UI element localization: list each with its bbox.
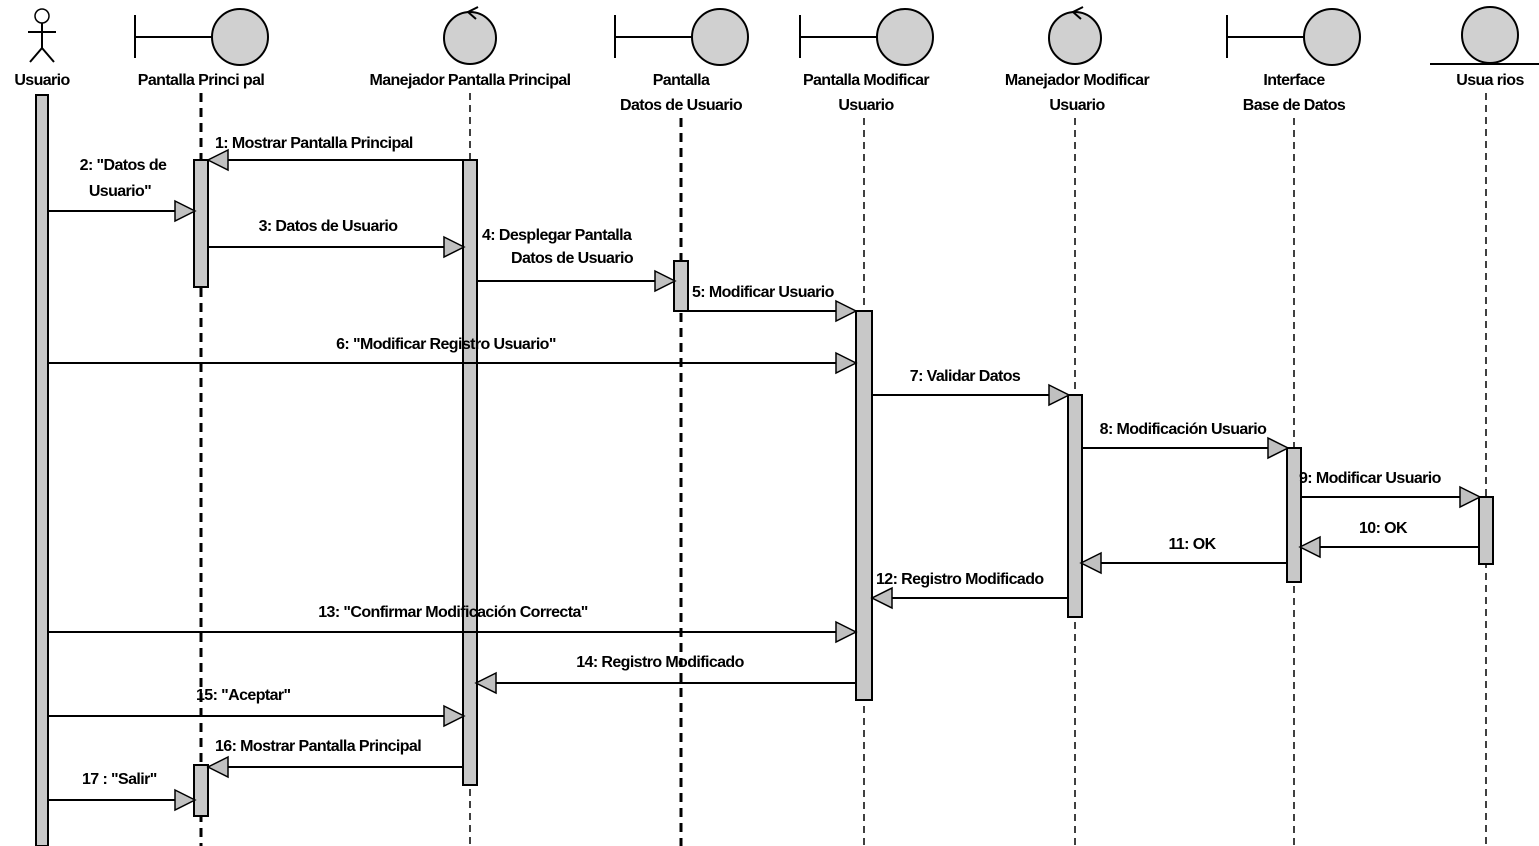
participant-label: Pantalla Princi pal (138, 72, 265, 89)
participant-label: Usuario (838, 97, 894, 114)
message-label: 2: "Datos de (80, 157, 167, 174)
message-label: 9: Modificar Usuario (1299, 470, 1442, 487)
activation-bar (855, 310, 873, 701)
arrowhead (835, 299, 858, 323)
message-m13: 13: "Confirmar Modificación Correcta" (48, 604, 858, 644)
message-label: 15: "Aceptar" (196, 687, 291, 704)
arrowhead (654, 269, 677, 293)
message-m16: 16: Mostrar Pantalla Principal (206, 738, 464, 779)
message-label: 8: Modificación Usuario (1100, 421, 1267, 438)
arrowhead (870, 586, 893, 610)
entity-icon (1430, 6, 1539, 65)
message-label: 14: Registro Modificado (576, 654, 744, 671)
participant-usuarios: Usua rios (1430, 6, 1539, 846)
message-m5: 5: Modificar Usuario (687, 284, 858, 323)
message-m6: 6: "Modificar Registro Usuario" (48, 336, 858, 375)
participant-label: Usua rios (1456, 72, 1524, 89)
message-label: 11: OK (1168, 536, 1216, 553)
control-icon (1048, 6, 1102, 65)
activation-bar (193, 764, 209, 817)
activation-bar (193, 159, 209, 288)
message-m17: 17 : "Salir" (48, 771, 197, 812)
message-label: Datos de Usuario (511, 250, 634, 267)
message-label: 7: Validar Datos (910, 368, 1021, 385)
participant-label: Datos de Usuario (620, 97, 743, 114)
arrowhead (1298, 535, 1321, 559)
message-m12: 12: Registro Modificado (870, 571, 1069, 610)
message-m14: 14: Registro Modificado (474, 654, 856, 695)
message-label: 17 : "Salir" (82, 771, 157, 788)
activation-bar (1478, 496, 1494, 565)
message-m2: 2: "Datos de Usuario" (48, 157, 197, 223)
message-label: Usuario" (89, 183, 151, 200)
activation-bar (1286, 447, 1302, 583)
participant-label: Manejador Pantalla Principal (369, 72, 570, 89)
boundary-icon (614, 8, 749, 66)
message-label: 10: OK (1359, 520, 1408, 537)
participant-label: Pantalla Modificar (803, 72, 929, 89)
message-label: 4: Desplegar Pantalla (482, 227, 632, 244)
activation-bar (462, 159, 478, 786)
participant-label: Usuario (1049, 97, 1105, 114)
arrowhead (835, 351, 858, 375)
message-label: 16: Mostrar Pantalla Principal (215, 738, 421, 755)
participant-label: Interface (1263, 72, 1325, 89)
boundary-icon (1226, 8, 1361, 66)
message-m15: 15: "Aceptar" (48, 687, 466, 728)
message-m1: 1: Mostrar Pantalla Principal (206, 135, 464, 172)
participant-label: Base de Datos (1243, 97, 1346, 114)
arrowhead (1079, 551, 1102, 575)
message-m9: 9: Modificar Usuario (1299, 470, 1482, 509)
message-m11: 11: OK (1079, 536, 1288, 575)
message-m8: 8: Modificación Usuario (1081, 421, 1290, 460)
activation-bar (1067, 394, 1083, 618)
participant-label: Usuario (14, 72, 70, 89)
boundary-icon (799, 8, 934, 66)
message-m10: 10: OK (1298, 520, 1480, 559)
arrowhead (443, 704, 466, 728)
arrowhead (174, 788, 197, 812)
arrowhead (174, 199, 197, 223)
message-label: 1: Mostrar Pantalla Principal (215, 135, 413, 152)
arrowhead (206, 755, 229, 779)
arrowhead (206, 148, 229, 172)
message-label: 6: "Modificar Registro Usuario" (336, 336, 556, 353)
arrowhead (1459, 485, 1482, 509)
message-m7: 7: Validar Datos (872, 368, 1071, 407)
activation-bar (673, 260, 689, 312)
control-icon (443, 6, 497, 65)
message-label: 3: Datos de Usuario (259, 218, 399, 235)
participant-label: Manejador Modificar (1005, 72, 1150, 89)
activation-bar (35, 94, 49, 846)
message-label: 12: Registro Modificado (876, 571, 1044, 588)
boundary-icon (134, 8, 269, 66)
participant-label: Pantalla (653, 72, 710, 89)
arrowhead (835, 620, 858, 644)
message-label: 5: Modificar Usuario (692, 284, 835, 301)
arrowhead (474, 671, 497, 695)
arrowhead (1267, 436, 1290, 460)
participant-usuario: Usuario (14, 8, 71, 89)
arrowhead (1048, 383, 1071, 407)
message-m3: 3: Datos de Usuario (208, 218, 466, 259)
arrowhead (443, 235, 466, 259)
actor-icon (28, 8, 56, 63)
message-label: 13: "Confirmar Modificación Correcta" (318, 604, 587, 621)
